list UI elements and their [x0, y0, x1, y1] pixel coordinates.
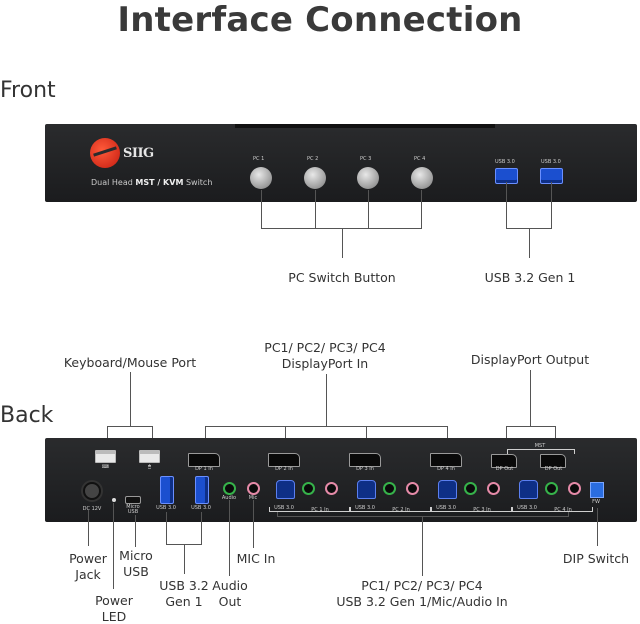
power-led-callout-2: LED: [101, 609, 127, 624]
mouse-icon: 🖱: [147, 464, 151, 470]
pc-switch-button-callout: PC Switch Button: [288, 270, 396, 285]
pc2-button[interactable]: [304, 167, 326, 189]
pc4-mic-jack[interactable]: [568, 482, 581, 495]
back-usb1-label: USB 3.0: [156, 505, 176, 511]
dip-switch[interactable]: [590, 482, 604, 498]
siig-logo-icon: [90, 138, 120, 168]
usb32-callout-2: Gen 1: [165, 594, 203, 609]
dp-out1-label: DP Out: [495, 466, 514, 472]
usb32-callout-1: USB 3.2: [159, 578, 209, 593]
front-panel: SIIG Dual Head MST / KVM Switch PC 1 PC …: [45, 124, 637, 202]
pc4-usb-label: USB 3.0: [517, 505, 537, 511]
pc3-label: PC 3: [360, 156, 372, 162]
pc2-label: PC 2: [307, 156, 319, 162]
back-usb-port-2[interactable]: [195, 476, 209, 504]
back-usb2-label: USB 3.0: [191, 505, 211, 511]
dp4-label: DP 4 In: [437, 466, 455, 472]
keyboard-mouse-callout: Keyboard/Mouse Port: [63, 355, 197, 370]
mic-in-jack[interactable]: [247, 482, 260, 495]
power-jack-callout-1: Power: [69, 551, 107, 566]
pc1-usb-label: USB 3.0: [274, 505, 294, 511]
mic-in-callout: MIC In: [236, 551, 276, 566]
audio-out-callout-2: Out: [218, 594, 242, 609]
micro-usb-label: Micro USB: [126, 504, 140, 515]
pc2-in-label: PC 2 In: [392, 507, 410, 513]
pc4-label: PC 4: [414, 156, 426, 162]
dp3-in-port[interactable]: [349, 453, 381, 467]
dp2-label: DP 2 In: [275, 466, 293, 472]
pc-usb-callout-line1: PC1/ PC2/ PC3/ PC4: [361, 578, 483, 593]
micro-usb-callout-2: USB: [123, 564, 149, 579]
pc4-in-label: PC 4 In: [554, 507, 572, 513]
dc-power-jack[interactable]: [83, 482, 101, 500]
front-panel-trim: [235, 124, 495, 128]
mic-label: Mic: [248, 495, 258, 501]
pc1-audio-jack[interactable]: [302, 482, 315, 495]
pc4-button[interactable]: [411, 167, 433, 189]
pc1-label: PC 1: [253, 156, 265, 162]
dp3-label: DP 3 In: [356, 466, 374, 472]
pc1-button[interactable]: [250, 167, 272, 189]
dp4-in-port[interactable]: [430, 453, 462, 467]
pc4-usb-b-port[interactable]: [519, 480, 538, 499]
pc2-audio-jack[interactable]: [383, 482, 396, 495]
dip-switch-callout: DIP Switch: [562, 551, 630, 566]
dp-in-callout-line2: DisplayPort In: [281, 356, 369, 371]
pc2-usb-b-port[interactable]: [357, 480, 376, 499]
pc3-usb-label: USB 3.0: [436, 505, 456, 511]
front-usb2-label: USB 3.0: [541, 159, 561, 165]
pc4-audio-jack[interactable]: [545, 482, 558, 495]
dp-out2-label: DP Out: [544, 466, 563, 472]
pc3-usb-b-port[interactable]: [438, 480, 457, 499]
front-section-label: Front: [0, 78, 56, 103]
dp1-in-port[interactable]: [188, 453, 220, 467]
back-usb-port-1[interactable]: [160, 476, 174, 504]
pc1-usb-b-port[interactable]: [276, 480, 295, 499]
audio-out-callout-1: Audio: [212, 578, 248, 593]
power-led: [112, 498, 116, 502]
power-led-callout-1: Power: [95, 593, 133, 608]
micro-usb-callout-1: Micro: [119, 548, 153, 563]
pc2-mic-jack[interactable]: [406, 482, 419, 495]
audio-label: Audio: [221, 495, 237, 501]
fw-label: FW: [592, 499, 600, 505]
audio-out-jack[interactable]: [223, 482, 236, 495]
pc1-mic-jack[interactable]: [325, 482, 338, 495]
front-usb-callout: USB 3.2 Gen 1: [484, 270, 576, 285]
back-panel: ⌨ 🖱 DC 12V Micro USB USB 3.0 USB 3.0 DP …: [45, 438, 637, 522]
dp-out-port-1[interactable]: [491, 454, 517, 468]
pc3-in-label: PC 3 In: [473, 507, 491, 513]
pc3-audio-jack[interactable]: [464, 482, 477, 495]
dp2-in-port[interactable]: [268, 453, 300, 467]
back-section-label: Back: [0, 403, 54, 428]
page-title: Interface Connection: [117, 0, 523, 40]
pc3-button[interactable]: [357, 167, 379, 189]
micro-usb-port[interactable]: [125, 496, 141, 504]
pc1-in-label: PC 1 In: [311, 507, 329, 513]
dp-output-callout: DisplayPort Output: [470, 352, 590, 367]
pc2-usb-label: USB 3.0: [355, 505, 375, 511]
dp-out-port-2[interactable]: [540, 454, 566, 468]
dp-in-callout-line1: PC1/ PC2/ PC3/ PC4: [264, 340, 386, 355]
power-jack-callout-2: Jack: [75, 567, 101, 582]
product-name: Dual Head MST / KVM Switch: [91, 178, 213, 187]
mst-label: MST: [534, 443, 546, 449]
dc-label: DC 12V: [82, 506, 102, 512]
front-usb1-label: USB 3.0: [495, 159, 515, 165]
keyboard-icon: ⌨: [101, 464, 110, 470]
pc-usb-callout-line2: USB 3.2 Gen 1/Mic/Audio In: [336, 594, 508, 609]
mouse-port[interactable]: [139, 450, 160, 463]
pc3-mic-jack[interactable]: [487, 482, 500, 495]
brand-name: SIIG: [123, 146, 154, 161]
dp1-label: DP 1 In: [195, 466, 213, 472]
keyboard-port[interactable]: [95, 450, 116, 463]
